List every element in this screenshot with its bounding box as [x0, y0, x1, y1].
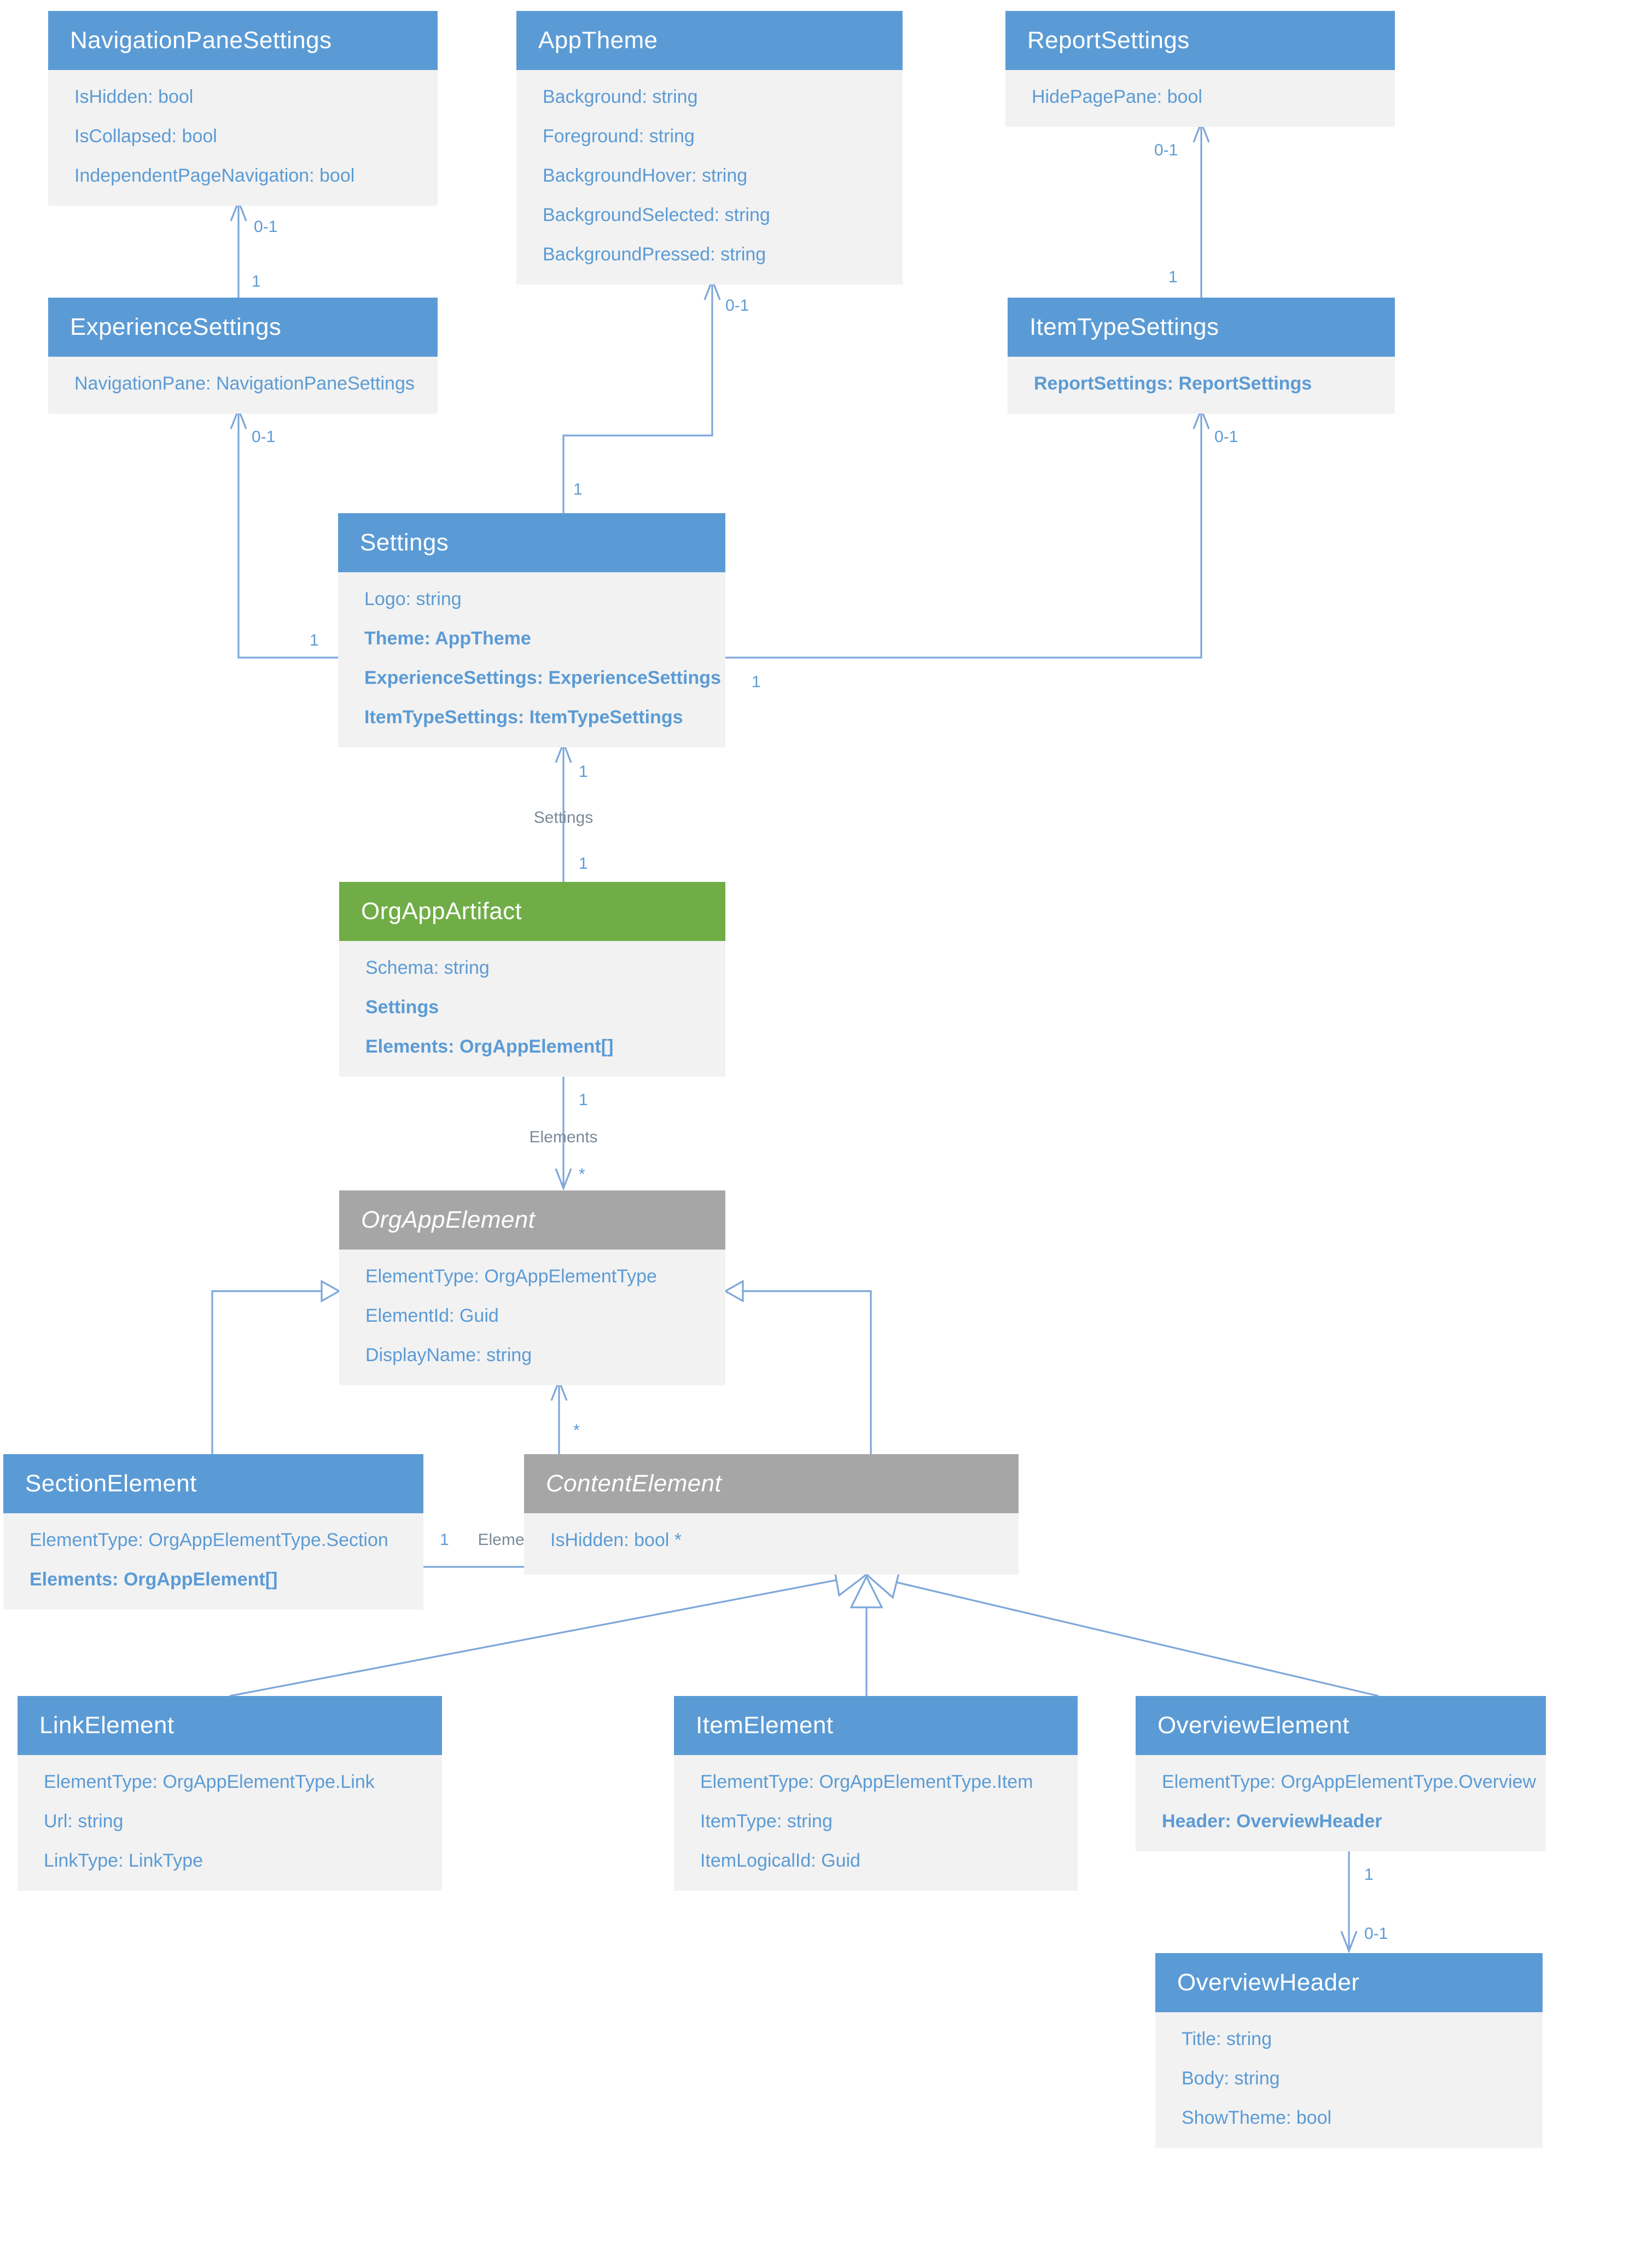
attribute: Schema: string [365, 957, 490, 978]
class-title: ItemElement [696, 1711, 834, 1739]
connector-label: Elements [529, 1128, 597, 1146]
attribute: ElementType: OrgAppElementType [365, 1266, 657, 1287]
multiplicity-label: 1 [440, 1531, 449, 1549]
attribute: Background: string [543, 86, 698, 107]
class-experience-settings[interactable]: ExperienceSettings NavigationPane: Navig… [48, 298, 438, 414]
class-settings[interactable]: Settings Logo: string Theme: AppTheme Ex… [338, 513, 725, 747]
attribute: ItemTypeSettings: ItemTypeSettings [364, 707, 683, 728]
generalization-link-to-content [229, 1579, 837, 1697]
attribute: ElementType: OrgAppElementType.Overview [1162, 1771, 1537, 1792]
connector-settings-to-apptheme [562, 280, 713, 513]
attribute: Title: string [1182, 2029, 1272, 2049]
class-title: OverviewHeader [1177, 1968, 1360, 1996]
multiplicity-label: 1 [1364, 1866, 1374, 1884]
attribute: Foreground: string [543, 126, 695, 147]
attribute: BackgroundPressed: string [543, 244, 766, 265]
class-overview-header[interactable]: OverviewHeader Title: string Body: strin… [1155, 1953, 1543, 2148]
attribute: ItemType: string [700, 1811, 833, 1832]
multiplicity-label: 1 [1168, 268, 1178, 286]
attribute: HidePagePane: bool [1032, 86, 1202, 107]
multiplicity-label: 1 [573, 480, 583, 498]
generalization-content-to-element [743, 1290, 872, 1454]
multiplicity-label: 1 [579, 855, 588, 873]
class-item-type-settings[interactable]: ItemTypeSettings ReportSettings: ReportS… [1008, 298, 1395, 414]
attribute: IsHidden: bool [74, 86, 194, 107]
multiplicity-label: 1 [310, 631, 319, 649]
attribute: ShowTheme: bool [1182, 2107, 1332, 2128]
class-overview-element[interactable]: OverviewElement ElementType: OrgAppEleme… [1136, 1696, 1546, 1851]
attribute: ElementType: OrgAppElementType.Link [44, 1771, 375, 1792]
class-section-element[interactable]: SectionElement ElementType: OrgAppElemen… [3, 1454, 423, 1610]
multiplicity-label: 0-1 [1214, 428, 1238, 446]
generalization-section-to-element [211, 1290, 322, 1454]
attribute: Header: OverviewHeader [1162, 1811, 1382, 1832]
attribute: ElementType: OrgAppElementType.Section [30, 1530, 388, 1550]
multiplicity-label: 0-1 [1154, 141, 1178, 159]
class-content-element[interactable]: ContentElement IsHidden: bool * [524, 1454, 1019, 1575]
attribute: ElementId: Guid [365, 1305, 499, 1326]
connector-label: Settings [534, 809, 593, 827]
attribute: Theme: AppTheme [364, 628, 531, 649]
attribute: Logo: string [364, 589, 462, 609]
multiplicity-label: 0-1 [254, 218, 277, 236]
class-navigation-pane-settings[interactable]: NavigationPaneSettings IsHidden: bool Is… [48, 11, 438, 206]
class-org-app-artifact[interactable]: OrgAppArtifact Schema: string Settings E… [339, 882, 725, 1077]
class-title: Settings [360, 528, 449, 556]
class-link-element[interactable]: LinkElement ElementType: OrgAppElementTy… [18, 1696, 442, 1891]
multiplicity-label: 0-1 [1364, 1925, 1388, 1943]
multiplicity-label: 1 [752, 673, 761, 691]
class-title: SectionElement [25, 1469, 197, 1497]
attribute: Body: string [1182, 2068, 1280, 2089]
multiplicity-label: 0-1 [725, 297, 749, 315]
multiplicity-label: 1 [579, 1091, 588, 1109]
attribute: NavigationPane: NavigationPaneSettings [74, 373, 415, 394]
attribute: ReportSettings: ReportSettings [1034, 373, 1312, 394]
attribute: BackgroundHover: string [543, 165, 748, 186]
multiplicity-label: * [579, 1165, 585, 1183]
class-title: ContentElement [546, 1469, 722, 1497]
multiplicity-label: 0-1 [252, 428, 275, 446]
class-title: OrgAppElement [361, 1206, 536, 1233]
attribute: ItemLogicalId: Guid [700, 1850, 860, 1871]
attribute: BackgroundSelected: string [543, 205, 770, 225]
connector-settings-to-itemtype [725, 409, 1202, 659]
class-title: ReportSettings [1027, 26, 1190, 54]
connector-settings-to-experience [237, 409, 338, 659]
attribute: ExperienceSettings: ExperienceSettings [364, 667, 721, 688]
attribute: IsHidden: bool * [550, 1530, 682, 1550]
attribute: ElementType: OrgAppElementType.Item [700, 1771, 1033, 1792]
attribute: IndependentPageNavigation: bool [74, 165, 355, 186]
generalization-overview-to-content [895, 1581, 1379, 1697]
attribute: LinkType: LinkType [44, 1850, 203, 1871]
class-title: OrgAppArtifact [361, 897, 522, 925]
attribute: Elements: OrgAppElement[] [30, 1569, 278, 1590]
multiplicity-label: 1 [252, 272, 261, 291]
multiplicity-label: * [573, 1421, 580, 1439]
class-org-app-element[interactable]: OrgAppElement ElementType: OrgAppElement… [339, 1190, 725, 1385]
attribute: Url: string [44, 1811, 124, 1832]
attribute: IsCollapsed: bool [74, 126, 217, 147]
class-title: NavigationPaneSettings [70, 26, 332, 54]
attribute: Elements: OrgAppElement[] [365, 1036, 614, 1057]
class-title: OverviewElement [1157, 1711, 1349, 1739]
attribute: Settings [365, 997, 439, 1018]
class-title: ItemTypeSettings [1029, 313, 1219, 340]
multiplicity-label: 1 [579, 763, 588, 781]
class-item-element[interactable]: ItemElement ElementType: OrgAppElementTy… [674, 1696, 1078, 1891]
class-title: LinkElement [39, 1711, 174, 1739]
class-title: AppTheme [538, 26, 658, 54]
class-title: ExperienceSettings [70, 313, 282, 340]
attribute: DisplayName: string [365, 1345, 532, 1366]
class-app-theme[interactable]: AppTheme Background: string Foreground: … [516, 11, 903, 284]
class-report-settings[interactable]: ReportSettings HidePagePane: bool [1005, 11, 1395, 127]
